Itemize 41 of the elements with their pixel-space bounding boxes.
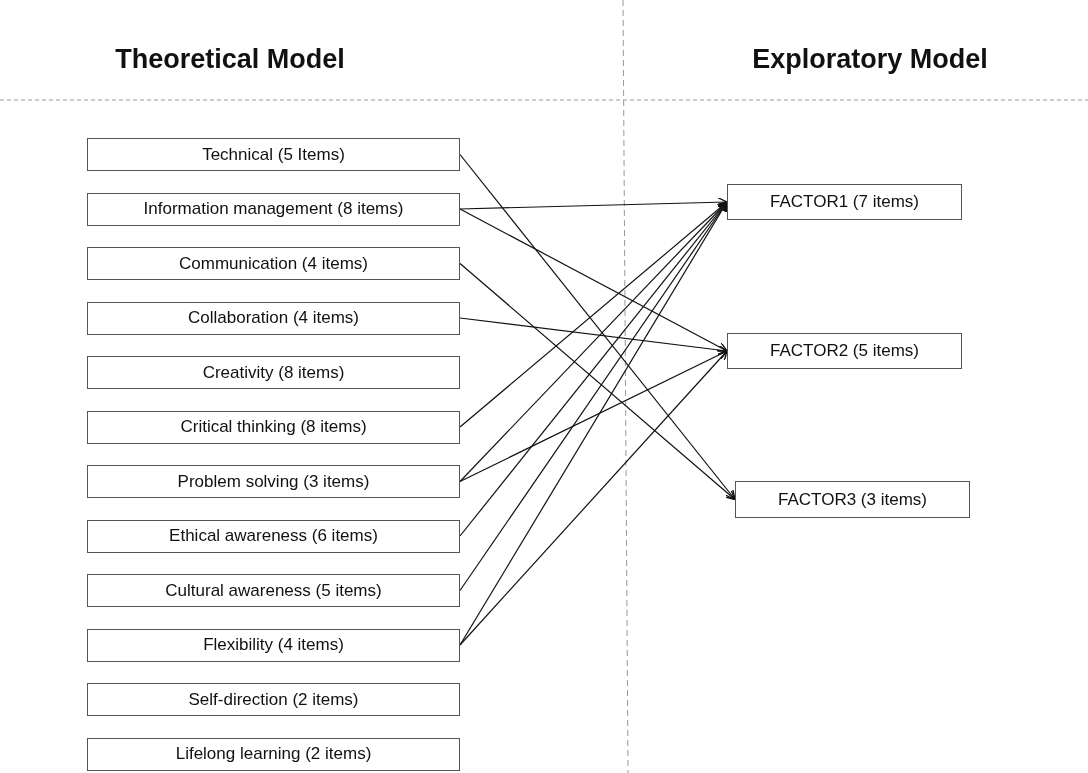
box-label: Critical thinking (8 items) xyxy=(180,417,367,437)
arrow xyxy=(459,208,728,352)
box-label: Cultural awareness (5 items) xyxy=(165,580,382,601)
arrow xyxy=(459,201,728,428)
item-box xyxy=(87,465,460,498)
arrow xyxy=(459,262,736,501)
box-label: FACTOR3 (3 items) xyxy=(778,489,927,510)
section-heading: Theoretical Model xyxy=(115,44,345,75)
item-box xyxy=(87,356,460,389)
item-box xyxy=(87,574,460,607)
box-label: Technical (5 Items) xyxy=(202,144,345,165)
box-label: FACTOR1 (7 items) xyxy=(770,192,919,212)
section-heading: Exploratory Model xyxy=(752,44,988,75)
item-box xyxy=(735,481,970,518)
box-label: Lifelong learning (2 items) xyxy=(175,744,372,764)
item-box xyxy=(87,683,460,716)
arrow xyxy=(459,153,736,501)
box-label: Flexibility (4 items) xyxy=(203,635,344,655)
arrow xyxy=(459,350,728,646)
item-box xyxy=(87,519,460,553)
arrow xyxy=(459,201,728,483)
arrow xyxy=(459,350,728,483)
box-label: Collaboration (4 items) xyxy=(188,308,359,328)
arrow xyxy=(459,317,728,356)
item-box xyxy=(87,192,460,226)
box-label: Information management (8 items) xyxy=(143,199,404,219)
item-box xyxy=(87,138,460,171)
box-label: Ethical awareness (6 items) xyxy=(169,526,378,546)
item-box xyxy=(727,184,962,220)
box-label: Communication (4 items) xyxy=(179,253,368,274)
item-box xyxy=(727,333,962,369)
item-box xyxy=(87,737,460,771)
box-label: Creativity (8 items) xyxy=(202,362,345,383)
item-box xyxy=(87,628,460,662)
item-box xyxy=(87,410,460,444)
box-label: Problem solving (3 items) xyxy=(177,471,370,492)
item-box xyxy=(87,247,460,280)
arrow xyxy=(459,197,728,210)
box-label: Self-direction (2 items) xyxy=(188,689,359,710)
item-box xyxy=(87,301,460,335)
box-label: FACTOR2 (5 items) xyxy=(770,341,919,361)
